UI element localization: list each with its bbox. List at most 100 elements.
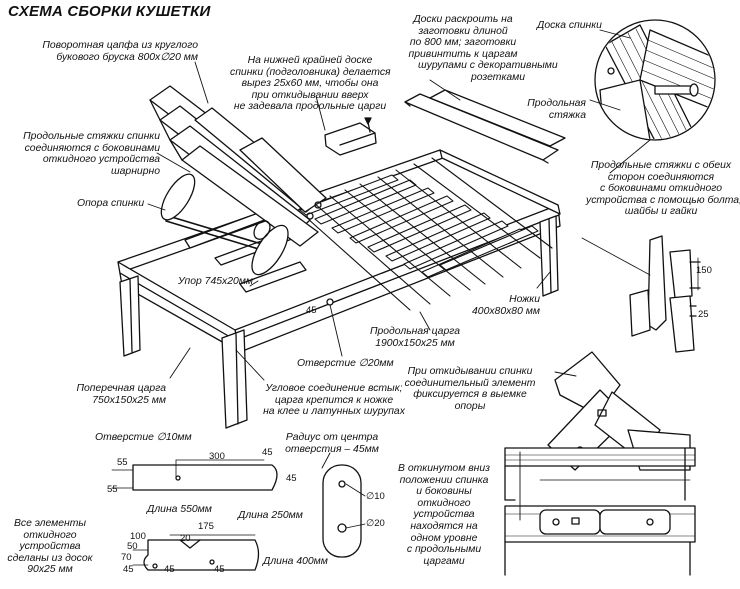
dim-45-e: 45: [164, 564, 175, 575]
label-raise-note: При откидывании спинки соединительный эл…: [396, 366, 544, 412]
label-len-550: Длина 550мм: [147, 504, 212, 515]
label-line: с боковинами откидного: [599, 183, 723, 195]
dim-70: 70: [121, 552, 132, 563]
label-pivot-pin: Поворотная цапфа из круглого букового бр…: [0, 40, 198, 63]
dim-175: 175: [198, 521, 214, 532]
label-line: находятся на: [410, 520, 478, 532]
label-line: с продольными: [406, 544, 482, 556]
label-line: откидного устройства: [42, 154, 160, 166]
leg-front-foot: [540, 216, 558, 296]
label-line: привинтить к царгам: [408, 48, 518, 60]
label-line: Поперечная царга: [76, 383, 167, 394]
label-line: одном уровне: [410, 532, 478, 544]
part-550: [112, 460, 277, 490]
label-len-250: Длина 250мм: [238, 510, 303, 521]
label-line: устройства: [413, 509, 475, 521]
dim-55-b: 55: [107, 484, 118, 495]
label-line: 750х150х25 мм: [92, 394, 166, 406]
label-cross-rail: Поперечная царга 750х150х25 мм: [60, 383, 167, 406]
label-line: на клее и латунных шурупах: [263, 406, 405, 418]
label-long-rail: Продольная царга 1900х150х25 мм: [360, 326, 470, 349]
label-boards: Доски раскроить на заготовки длиной по 8…: [388, 14, 558, 84]
label-line: шайбы и гайки: [624, 206, 698, 218]
label-line: соединяются с боковинами: [24, 142, 160, 154]
label-line: Все элементы: [13, 518, 87, 529]
label-headboard-notch: На нижней крайней доске спинки (подголов…: [230, 55, 391, 113]
label-line: Продольные стяжки с обеих: [590, 160, 732, 171]
label-line: розетками: [470, 71, 526, 83]
label-line: откидного: [417, 497, 471, 509]
label-hole-20: Отверстие ∅20мм: [297, 358, 394, 369]
dim-50: 50: [127, 541, 138, 552]
dim-45-b: 45: [286, 473, 297, 484]
detail-circle-top: [595, 20, 720, 160]
label-line: отверстия – 45мм: [285, 443, 379, 455]
backrest: [150, 86, 326, 280]
label-back-support: Опора спинки: [77, 198, 145, 209]
label-line: спинки (подголовника) делается: [230, 66, 391, 78]
label-line: фиксируется в выемке: [413, 389, 527, 401]
dim-45-c: 45: [306, 305, 317, 316]
label-line: Ножки: [509, 294, 540, 305]
label-line: Продольные стяжки спинки: [23, 131, 160, 142]
notch-board: [325, 118, 376, 155]
label-line: вырез 25х60 мм, чтобы она: [241, 78, 379, 90]
label-line: 90х25 мм: [27, 564, 73, 576]
label-line: и боковины: [416, 486, 472, 498]
dim-hole-20: ∅20: [366, 518, 385, 529]
label-hole-10: Отверстие ∅10мм: [95, 432, 192, 443]
label-line: царгами: [423, 555, 465, 567]
label-corner-joint: Угловое соединение встык; царга крепится…: [259, 383, 409, 418]
seat-slats: [298, 158, 552, 310]
label-line: На нижней крайней доске: [247, 55, 373, 66]
dim-hole-10: ∅10: [366, 491, 385, 502]
label-back-board: Доска спинки: [537, 20, 602, 31]
label-line: букового бруска 800х∅20 мм: [56, 51, 198, 63]
label-lowered-note: В откинутом вниз положении спинка и боко…: [390, 463, 498, 567]
label-line: соединительный элемент: [404, 377, 536, 389]
label-line: заготовки длиной: [418, 25, 508, 37]
raised-mechanism: [505, 352, 695, 500]
dim-25: 25: [698, 309, 709, 320]
label-side-braces: Продольные стяжки с обеих сторон соединя…: [586, 160, 740, 218]
dim-100: 100: [130, 531, 146, 542]
label-line: В откинутом вниз: [398, 463, 490, 474]
label-line: Радиус от центра: [285, 432, 379, 443]
dim-45-a: 45: [262, 447, 273, 458]
label-line: при откидывании вверх: [251, 89, 369, 101]
label-line: шурупами с декоративными: [418, 60, 558, 72]
lowered-mechanism: [505, 506, 695, 575]
label-line: 400х80х80 мм: [472, 305, 540, 317]
label-line: Продольная: [527, 98, 586, 109]
dim-300: 300: [209, 451, 225, 462]
joint-detail: [582, 236, 700, 352]
dim-55-a: 55: [117, 457, 128, 468]
label-line: стяжка: [548, 109, 586, 121]
label-line: 1900х150х25 мм: [375, 337, 455, 349]
label-line: При откидывании спинки: [407, 366, 533, 377]
label-legs: Ножки 400х80х80 мм: [460, 294, 540, 317]
dim-45-f: 45: [214, 564, 225, 575]
label-long-brace-top: Продольная стяжка: [500, 98, 586, 121]
label-line: устройства с помощью болта,: [586, 194, 740, 206]
leg-back-head: [120, 276, 140, 356]
leg-front-head: [222, 330, 247, 428]
label-line: Продольная царга: [369, 326, 461, 337]
diagram-title: СХЕМА СБОРКИ КУШЕТКИ: [8, 3, 211, 20]
label-line: сделаны из досок: [7, 552, 93, 564]
label-line: опоры: [454, 400, 486, 412]
part-250: [323, 465, 365, 557]
leader-lines: [148, 30, 650, 520]
label-line: царга крепится к ножке: [274, 394, 394, 406]
label-line: Поворотная цапфа из круглого: [42, 40, 198, 51]
label-len-400: Длина 400мм: [263, 556, 328, 567]
label-all-elements: Все элементы откидного устройства сделан…: [4, 518, 96, 576]
rail-hole: [327, 299, 333, 305]
loose-boards: [405, 90, 565, 163]
label-line: шарнирно: [111, 165, 160, 177]
label-line: откидного: [23, 529, 77, 541]
label-line: сторон соединяются: [607, 171, 715, 183]
part-400: [133, 535, 259, 570]
dim-20: 20: [180, 533, 191, 544]
